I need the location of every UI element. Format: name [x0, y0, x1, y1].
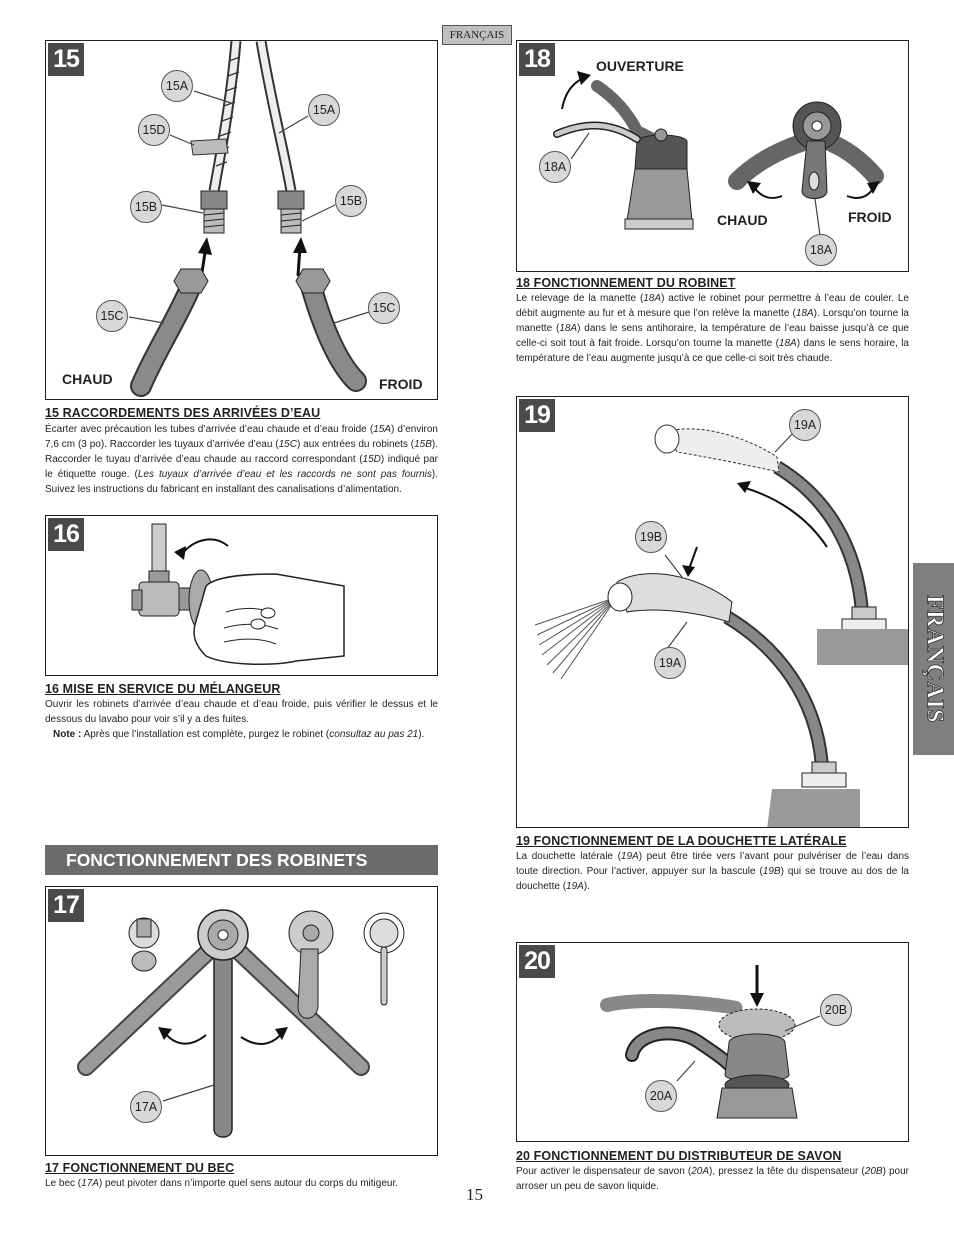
text-run: 19A [620, 851, 639, 862]
label-cold: FROID [848, 209, 892, 225]
figure-18-title: 18 FONCTIONNEMENT DU ROBINET [516, 276, 736, 290]
text-run: 17A [81, 1178, 99, 1189]
figure-18-panel: 18 OUVERTURE CHAUD FROID 18A 18A [516, 40, 909, 272]
text-run: ) dans le sens antihoraire, la températu… [516, 323, 909, 349]
figure-17-text: Le bec (17A) peut pivoter dans n’importe… [45, 1176, 438, 1191]
figure-20-number: 20 [519, 945, 555, 978]
text-run: 18A [795, 308, 814, 319]
section-title: FONCTIONNEMENT DES ROBINETS [45, 845, 438, 875]
figure-16-panel: 16 [45, 515, 438, 676]
language-tab-top: FRANÇAIS [442, 25, 512, 45]
callout-17a: 17A [130, 1091, 162, 1123]
text-run: 18A [778, 338, 797, 349]
callout-15b-right: 15B [335, 185, 367, 217]
callout-19b: 19B [635, 521, 667, 553]
text-run: 15B [414, 439, 432, 450]
language-side-label: FRANÇAIS [921, 594, 948, 724]
figure-17-title: 17 FONCTIONNEMENT DU BEC [45, 1161, 235, 1175]
figure-19-text: La douchette latérale (19A) peut être ti… [516, 849, 909, 894]
figure-17-panel: 17 17A [45, 886, 438, 1156]
text-run: 19A [566, 881, 584, 892]
figure-19-panel: 19 19A 19B 19A [516, 396, 909, 828]
figure-16-title: 16 MISE EN SERVICE DU MÉLANGEUR [45, 682, 281, 696]
text-run: 18A [559, 323, 578, 334]
figure-15-text: Écarter avec précaution les tubes d’arri… [45, 422, 438, 497]
figure-15-title: 15 RACCORDEMENTS DES ARRIVÉES D’EAU [45, 406, 321, 420]
text-run: ) d’environ 7,6 cm (3 po). Raccorder les… [45, 424, 438, 450]
text-run: ). Lorsqu’on tourne la manette ( [516, 308, 909, 334]
figure-18-number: 18 [519, 43, 555, 76]
text-run: 20A [691, 1166, 710, 1177]
text-run: consultaz au pas 21 [329, 729, 419, 740]
figure-20-title: 20 FONCTIONNEMENT DU DISTRIBUTEUR DE SAV… [516, 1149, 842, 1163]
callout-15c-right: 15C [368, 292, 400, 324]
figure-18-illustration [553, 71, 884, 236]
page-number: 15 [466, 1185, 483, 1204]
text-run: ) pour arroser un peu de savon liquide. [516, 1166, 909, 1192]
figure-16-text-main: Ouvrir les robinets d’arrivée d’eau chau… [45, 699, 438, 725]
figure-16-text: Ouvrir les robinets d’arrivée d’eau chau… [45, 697, 438, 742]
text-run: ) indiqué par le étiquette rouge. ( [45, 454, 439, 480]
text-run: ), pressez la tête du dispensateur ( [709, 1166, 865, 1177]
label-cold: FROID [379, 376, 423, 392]
text-run: 15A [373, 424, 391, 435]
text-run: 19B [762, 866, 781, 877]
text-run: Le bec ( [45, 1178, 82, 1189]
text-run: Écarter avec précaution les tubes d’arri… [45, 424, 374, 435]
figure-19-illustration [534, 424, 908, 827]
figure-17-illustration [77, 909, 405, 1138]
language-side-tab: FRANÇAIS [913, 563, 954, 755]
text-run: ). Suivez les instructions du fabricant … [45, 469, 438, 495]
text-run: Après que l’installation est complète, p… [81, 729, 330, 740]
callout-19a-bottom: 19A [654, 647, 686, 679]
callout-19a-top: 19A [789, 409, 821, 441]
figure-19-number: 19 [519, 399, 555, 432]
figure-15-number: 15 [48, 43, 84, 76]
label-hot: CHAUD [717, 212, 768, 228]
figure-16-note-label: Note : [53, 729, 82, 740]
text-run: ) peut être tirée vers l’avant pour pulv… [516, 851, 910, 877]
callout-15c-left: 15C [96, 300, 128, 332]
figure-16-number: 16 [48, 518, 84, 551]
figure-18-text: Le relevage de la manette (18A) active l… [516, 291, 909, 366]
text-run: Le relevage de la manette ( [516, 293, 644, 304]
figure-19-title: 19 FONCTIONNEMENT DE LA DOUCHETTE LATÉRA… [516, 834, 847, 848]
figure-15-illustration [128, 41, 370, 397]
callout-15a-left: 15A [161, 70, 193, 102]
text-run: Pour activer le dispensateur de savon ( [516, 1166, 692, 1177]
figure-16-illustration [131, 523, 345, 666]
callout-20a: 20A [645, 1080, 677, 1112]
text-run: ). Raccorder le tuyau d’arrivée d’eau ch… [45, 439, 438, 465]
callout-20b: 20B [820, 994, 852, 1026]
figure-20-panel: 20 20B 20A [516, 942, 909, 1142]
figure-15-panel: 15 15A 15A 15D 15B 15B 15C 15C CHAUD FRO… [45, 40, 438, 400]
text-run: ) aux entrées du robinets ( [296, 439, 415, 450]
callout-15b-left: 15B [130, 191, 162, 223]
callout-15d: 15D [138, 114, 170, 146]
text-run: ) peut pivoter dans n’importe quel sens … [98, 1178, 398, 1189]
text-run: ) qui se trouve au dos de la douchette ( [516, 866, 909, 892]
callout-18a-left: 18A [539, 151, 571, 183]
callout-15a-right: 15A [308, 94, 340, 126]
text-run: 15C [278, 439, 297, 450]
text-run: 18A [643, 293, 662, 304]
text-run: 20B [864, 1166, 883, 1177]
text-run: Les tuyaux d’arrivée d’eau et les raccor… [137, 469, 432, 480]
label-hot: CHAUD [62, 371, 113, 387]
text-run: 15D [362, 454, 381, 465]
text-run: ). [418, 729, 425, 740]
figure-20-illustration [600, 965, 821, 1119]
text-run: ). [583, 881, 590, 892]
text-run: ) active le robinet pour permettre à l’e… [516, 293, 909, 319]
figure-17-number: 17 [48, 889, 84, 922]
figure-16-note: Après que l’installation est complète, p… [81, 729, 425, 740]
label-open: OUVERTURE [596, 58, 684, 74]
text-run: La douchette latérale ( [516, 851, 621, 862]
callout-18a-right: 18A [805, 234, 837, 266]
text-run: ) dans le sens horaire, la température d… [516, 338, 909, 364]
figure-20-text: Pour activer le dispensateur de savon (2… [516, 1164, 909, 1194]
